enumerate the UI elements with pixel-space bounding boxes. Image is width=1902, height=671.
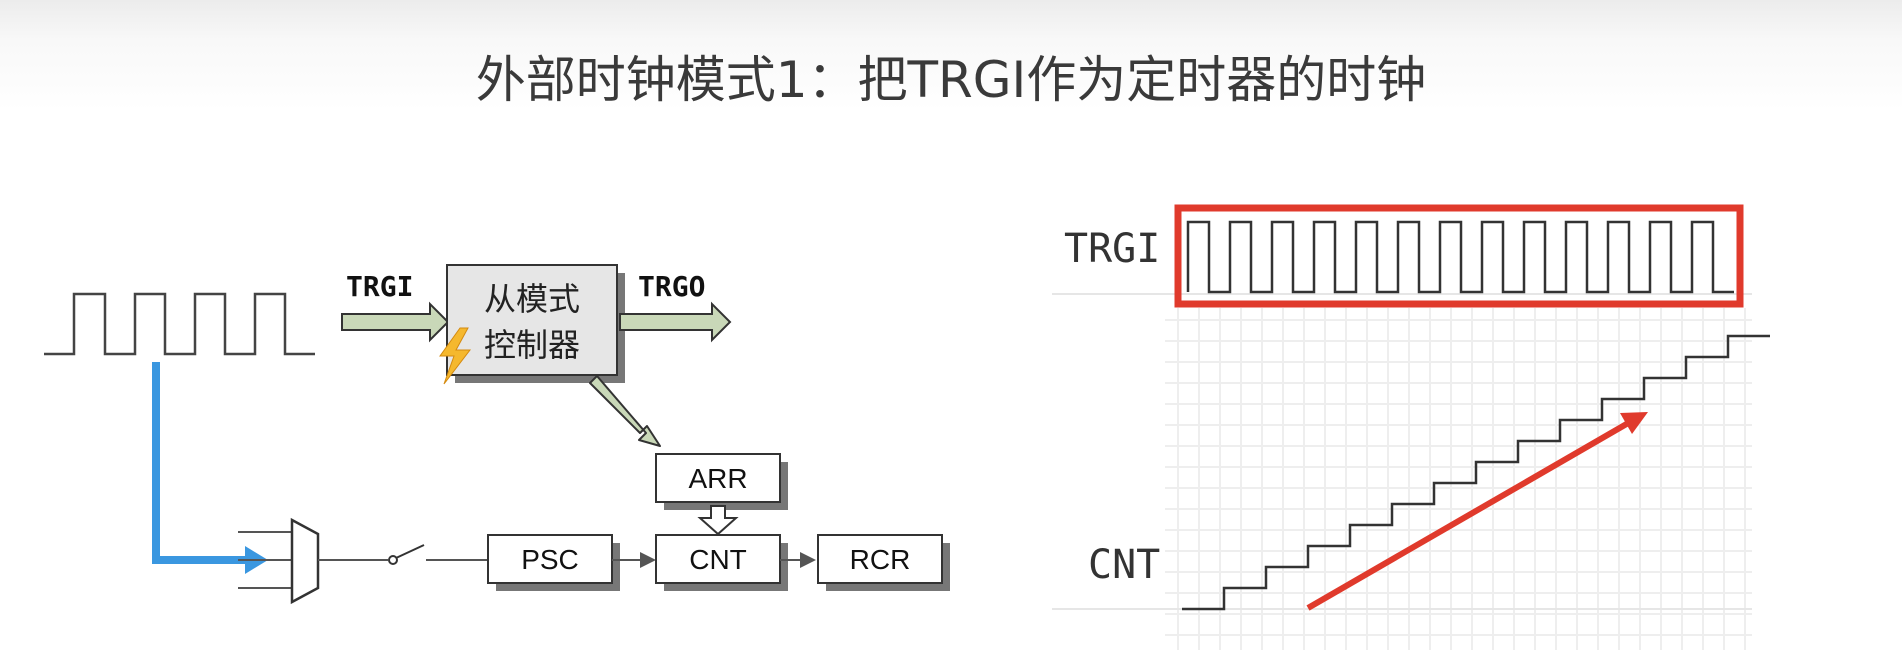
cnt-staircase bbox=[1182, 334, 1770, 611]
count-up-arrow-line bbox=[1306, 419, 1632, 611]
timing-cnt-label: CNT bbox=[1088, 542, 1160, 588]
trgo-output-arrow bbox=[619, 301, 732, 343]
switch-contact bbox=[388, 555, 398, 565]
left-diagram: TRGI 从模式 控制器 TRGO ARR PSC CNT RC bbox=[44, 264, 950, 605]
timing-trgi-label: TRGI bbox=[1064, 226, 1160, 272]
psc-label: PSC bbox=[521, 544, 579, 575]
slave-controller-label-line1: 从模式 bbox=[484, 280, 580, 318]
right-diagram: TRGI CNT bbox=[1052, 204, 1770, 650]
rcr-label: RCR bbox=[850, 544, 911, 575]
cnt-label: CNT bbox=[689, 544, 747, 575]
timing-grid bbox=[1165, 308, 1752, 650]
clock-signal-path bbox=[152, 362, 245, 564]
trgi-label: TRGI bbox=[346, 270, 413, 303]
slave-mode-controller bbox=[446, 264, 618, 376]
page-title: 外部时钟模式1：把TRGI作为定时器的时钟 bbox=[475, 51, 1427, 109]
controller-to-arr-arrow bbox=[589, 375, 661, 447]
arr-register bbox=[655, 453, 781, 503]
arr-label: ARR bbox=[688, 463, 747, 494]
trgo-label: TRGO bbox=[638, 270, 705, 303]
mux-selector bbox=[290, 517, 320, 605]
count-up-arrowhead bbox=[1620, 412, 1648, 434]
trgi-input-arrow bbox=[341, 301, 450, 343]
arr-to-cnt-arrow bbox=[697, 505, 739, 536]
lightning-icon bbox=[439, 327, 472, 385]
slave-controller-label-line2: 控制器 bbox=[484, 326, 580, 364]
trgi-waveform bbox=[1186, 220, 1734, 294]
switch-blade bbox=[395, 544, 425, 559]
trgi-highlight-box bbox=[1174, 204, 1744, 308]
rcr-register bbox=[817, 534, 943, 584]
input-clock-waveform bbox=[44, 292, 315, 356]
psc-register bbox=[487, 534, 613, 584]
